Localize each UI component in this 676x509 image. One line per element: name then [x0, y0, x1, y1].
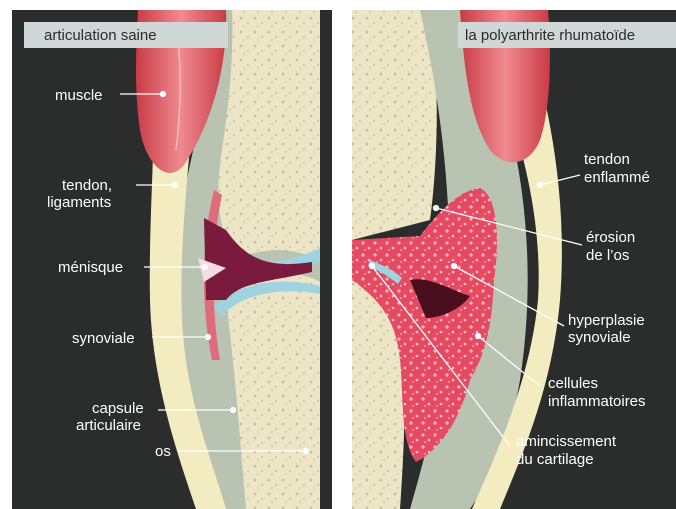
- femur-bone: [219, 10, 320, 262]
- label-erosion-line1: érosion: [586, 229, 635, 246]
- label-tendon-ra-line1: tendon: [584, 151, 630, 168]
- label-amincissement-line1: amincissement: [516, 433, 617, 450]
- label-cellules-line1: cellules: [548, 375, 598, 392]
- label-amincissement-line2: du cartilage: [516, 451, 594, 468]
- label-menisque: ménisque: [58, 259, 123, 276]
- label-tendon-line1: tendon,: [62, 177, 112, 194]
- label-cellules-line2: inflammatoires: [548, 393, 646, 410]
- label-capsule-line1: capsule: [92, 400, 144, 417]
- label-capsule-line2: articulaire: [76, 417, 141, 434]
- label-tendon-line2: ligaments: [47, 194, 111, 211]
- femur-bone-ra: [352, 10, 437, 240]
- label-os: os: [155, 443, 171, 460]
- right-panel: la polyarthrite rhumatoïde tendon enflam…: [352, 10, 676, 509]
- left-panel: articulation saine muscle tendon, ligame…: [12, 10, 332, 509]
- label-synoviale: synoviale: [72, 330, 135, 347]
- label-erosion-line2: de l’os: [586, 247, 629, 264]
- panel-divider: [332, 10, 352, 509]
- label-muscle: muscle: [55, 87, 103, 104]
- label-hyperplasie-line2: synoviale: [568, 329, 631, 346]
- label-tendon-ra-line2: enflammé: [584, 169, 650, 186]
- right-panel-title: la polyarthrite rhumatoïde: [465, 27, 635, 44]
- label-hyperplasie-line1: hyperplasie: [568, 312, 645, 329]
- left-panel-title: articulation saine: [44, 27, 157, 44]
